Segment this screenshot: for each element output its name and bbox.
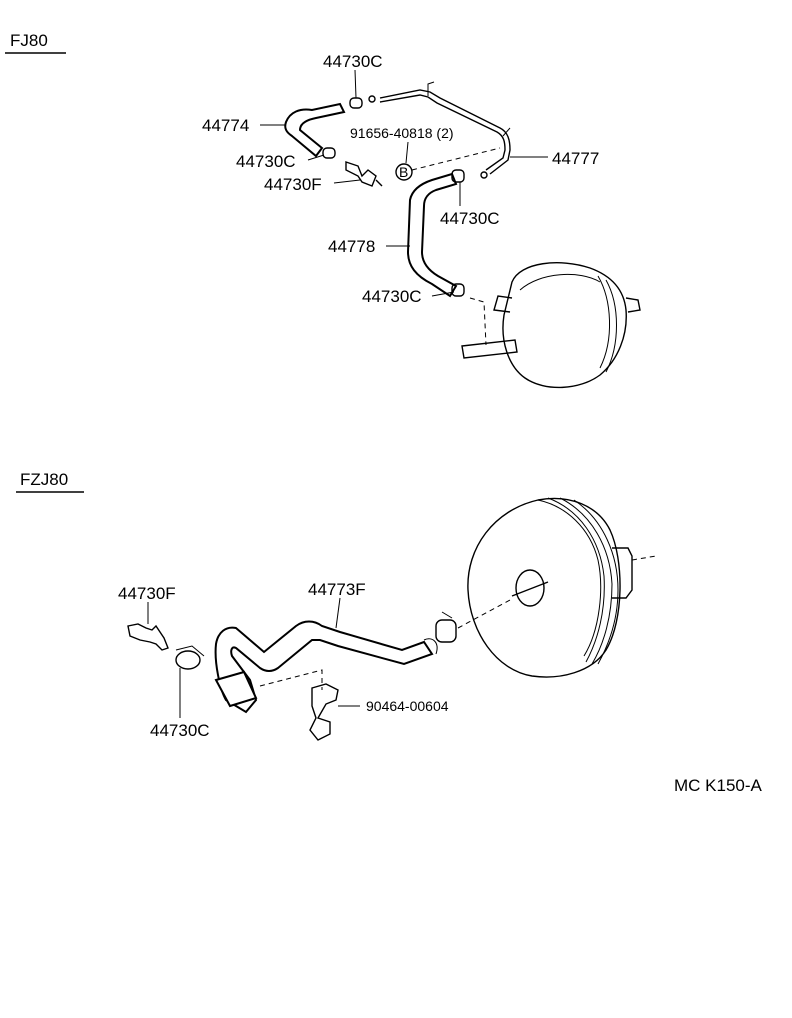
- label-90464: 90464-00604: [366, 698, 449, 714]
- clamp-44730c-bottom: [451, 283, 465, 297]
- dash-clamp-to-booster: [457, 599, 511, 629]
- label-44730f-fj80: 44730F: [264, 175, 322, 194]
- label-91656: 91656-40818 (2): [350, 125, 454, 141]
- marker-b-label: B: [399, 164, 408, 180]
- check-valve-44730f-fzj80: [127, 623, 169, 651]
- hose-44774: [284, 102, 346, 158]
- leader-44730c-mid: [307, 154, 325, 161]
- leader-44730c-top: [354, 69, 357, 99]
- label-44730c-mid: 44730C: [236, 152, 296, 171]
- label-44730c-right: 44730C: [440, 209, 500, 228]
- dash-hose-to-booster: [469, 297, 487, 346]
- leader-91656: [405, 141, 409, 164]
- label-44730c-fzj80: 44730C: [150, 721, 210, 740]
- leader-44730c-bottom: [431, 291, 455, 297]
- clamp-44730c-mid: [322, 147, 336, 159]
- check-valve-44730f-fj80: [345, 161, 383, 187]
- leader-44730f-fj80: [333, 179, 361, 184]
- dash-hose-to-clip: [259, 669, 323, 690]
- hose-44773f: [214, 620, 438, 714]
- brake-booster-fj80: [461, 262, 641, 389]
- dash-b-to-pipe: [411, 147, 501, 171]
- vacuum-pipe-44777: [368, 81, 511, 179]
- label-44774: 44774: [202, 116, 249, 135]
- section-label-fzj80: FZJ80: [20, 470, 68, 489]
- label-44730c-top: 44730C: [323, 52, 383, 71]
- clamp-44730c-right: [451, 169, 465, 183]
- brake-booster-fzj80: [467, 497, 657, 678]
- label-44730c-bottom: 44730C: [362, 287, 422, 306]
- leader-44773f: [335, 597, 341, 629]
- label-44730f-fzj80: 44730F: [118, 584, 176, 603]
- clamp-44730c-top: [349, 97, 363, 109]
- section-label-fj80: FJ80: [10, 31, 48, 50]
- hose-44778: [406, 172, 458, 298]
- label-44773f: 44773F: [308, 580, 366, 599]
- figure-code: MC K150-A: [674, 776, 763, 795]
- fastener-marker-b: B: [395, 163, 413, 181]
- clamp-booster-fzj80: [435, 611, 457, 643]
- clamp-44730c-fzj80: [175, 645, 205, 670]
- clip-90464: [309, 683, 339, 741]
- label-44777: 44777: [552, 149, 599, 168]
- label-44778: 44778: [328, 237, 375, 256]
